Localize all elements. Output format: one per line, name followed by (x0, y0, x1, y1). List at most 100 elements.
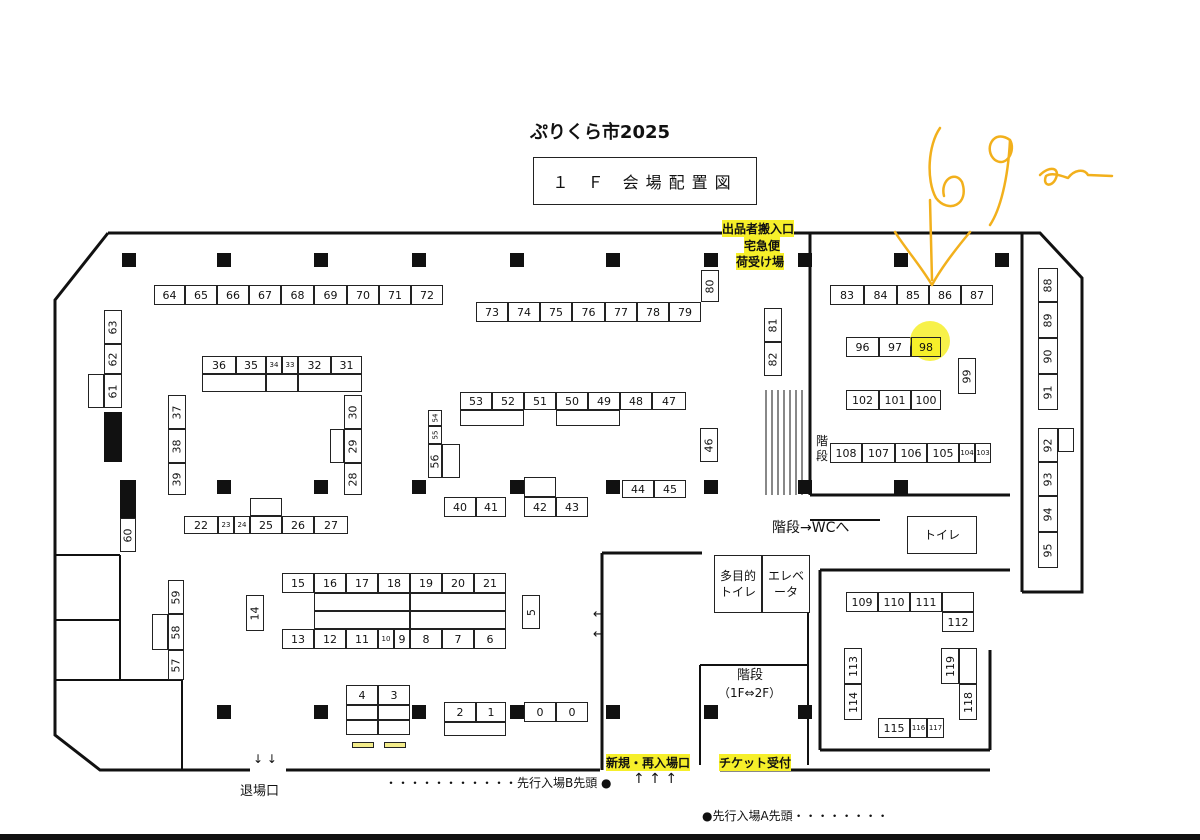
booth-64[interactable]: 64 (154, 285, 185, 305)
booth-65[interactable]: 65 (185, 285, 217, 305)
booth-63[interactable]: 63 (104, 310, 122, 344)
booth-51[interactable]: 51 (524, 392, 556, 410)
booth-35[interactable]: 35 (236, 356, 266, 374)
booth-114[interactable]: 114 (844, 684, 862, 720)
booth-11[interactable]: 11 (346, 629, 378, 649)
booth-37[interactable]: 37 (168, 395, 186, 429)
booth-76[interactable]: 76 (572, 302, 605, 322)
booth-107[interactable]: 107 (862, 443, 895, 463)
booth-18[interactable]: 18 (378, 573, 410, 593)
booth-95[interactable]: 95 (1038, 532, 1058, 568)
booth-111[interactable]: 111 (910, 592, 942, 612)
booth-16[interactable]: 16 (314, 573, 346, 593)
booth-54[interactable]: 54 (428, 410, 442, 426)
booth-38[interactable]: 38 (168, 429, 186, 463)
booth-3[interactable]: 3 (378, 685, 410, 705)
elevator[interactable]: エレベータ (762, 555, 810, 613)
booth-99[interactable]: 99 (958, 358, 976, 394)
booth-5[interactable]: 5 (522, 595, 540, 629)
booth-0-left[interactable]: 0 (524, 702, 556, 722)
booth-82[interactable]: 82 (764, 342, 782, 376)
booth-46[interactable]: 46 (700, 428, 718, 462)
booth-112[interactable]: 112 (942, 612, 974, 632)
booth-12[interactable]: 12 (314, 629, 346, 649)
booth-29[interactable]: 29 (344, 429, 362, 463)
booth-80[interactable]: 80 (701, 270, 719, 302)
booth-116[interactable]: 116 (910, 718, 927, 738)
booth-66[interactable]: 66 (217, 285, 249, 305)
booth-33[interactable]: 33 (282, 356, 298, 374)
booth-77[interactable]: 77 (605, 302, 637, 322)
booth-14[interactable]: 14 (246, 595, 264, 631)
booth-47[interactable]: 47 (652, 392, 686, 410)
booth-36[interactable]: 36 (202, 356, 236, 374)
booth-17[interactable]: 17 (346, 573, 378, 593)
booth-90[interactable]: 90 (1038, 338, 1058, 374)
booth-69[interactable]: 69 (314, 285, 347, 305)
booth-15[interactable]: 15 (282, 573, 314, 593)
booth-108[interactable]: 108 (830, 443, 862, 463)
booth-84[interactable]: 84 (864, 285, 897, 305)
booth-7[interactable]: 7 (442, 629, 474, 649)
booth-19[interactable]: 19 (410, 573, 442, 593)
booth-110[interactable]: 110 (878, 592, 910, 612)
booth-0-right[interactable]: 0 (556, 702, 588, 722)
booth-67[interactable]: 67 (249, 285, 281, 305)
booth-68[interactable]: 68 (281, 285, 314, 305)
booth-60[interactable]: 60 (120, 518, 136, 552)
booth-13[interactable]: 13 (282, 629, 314, 649)
booth-119[interactable]: 119 (941, 648, 959, 684)
booth-102[interactable]: 102 (846, 390, 879, 410)
booth-103[interactable]: 103 (975, 443, 991, 463)
booth-74[interactable]: 74 (508, 302, 540, 322)
booth-101[interactable]: 101 (879, 390, 911, 410)
booth-53[interactable]: 53 (460, 392, 492, 410)
booth-87[interactable]: 87 (961, 285, 993, 305)
booth-109[interactable]: 109 (846, 592, 878, 612)
booth-91[interactable]: 91 (1038, 374, 1058, 410)
booth-55[interactable]: 55 (428, 426, 442, 444)
booth-92[interactable]: 92 (1038, 428, 1058, 462)
booth-6[interactable]: 6 (474, 629, 506, 649)
booth-72[interactable]: 72 (411, 285, 443, 305)
booth-42[interactable]: 42 (524, 497, 556, 517)
booth-58[interactable]: 58 (168, 614, 184, 650)
booth-56[interactable]: 56 (428, 444, 442, 478)
booth-32[interactable]: 32 (298, 356, 331, 374)
booth-83[interactable]: 83 (830, 285, 864, 305)
booth-9[interactable]: 9 (394, 629, 410, 649)
booth-61[interactable]: 61 (104, 374, 122, 408)
booth-73[interactable]: 73 (476, 302, 508, 322)
booth-43[interactable]: 43 (556, 497, 588, 517)
booth-34[interactable]: 34 (266, 356, 282, 374)
booth-117[interactable]: 117 (927, 718, 944, 738)
booth-97[interactable]: 97 (879, 337, 911, 357)
booth-106[interactable]: 106 (895, 443, 927, 463)
booth-23[interactable]: 23 (218, 516, 234, 534)
booth-62[interactable]: 62 (104, 344, 122, 374)
booth-28[interactable]: 28 (344, 463, 362, 495)
booth-44[interactable]: 44 (622, 480, 654, 498)
booth-59[interactable]: 59 (168, 580, 184, 614)
booth-78[interactable]: 78 (637, 302, 669, 322)
booth-81[interactable]: 81 (764, 308, 782, 342)
booth-50[interactable]: 50 (556, 392, 588, 410)
booth-27[interactable]: 27 (314, 516, 348, 534)
booth-70[interactable]: 70 (347, 285, 379, 305)
booth-49[interactable]: 49 (588, 392, 620, 410)
booth-30[interactable]: 30 (344, 395, 362, 429)
booth-113[interactable]: 113 (844, 648, 862, 684)
booth-89[interactable]: 89 (1038, 302, 1058, 338)
booth-41[interactable]: 41 (476, 497, 506, 517)
booth-39[interactable]: 39 (168, 463, 186, 495)
booth-96[interactable]: 96 (846, 337, 879, 357)
booth-57[interactable]: 57 (168, 650, 184, 680)
booth-24[interactable]: 24 (234, 516, 250, 534)
booth-48[interactable]: 48 (620, 392, 652, 410)
booth-88[interactable]: 88 (1038, 268, 1058, 302)
booth-40[interactable]: 40 (444, 497, 476, 517)
booth-79[interactable]: 79 (669, 302, 701, 322)
booth-8[interactable]: 8 (410, 629, 442, 649)
booth-45[interactable]: 45 (654, 480, 686, 498)
booth-118[interactable]: 118 (959, 684, 977, 720)
